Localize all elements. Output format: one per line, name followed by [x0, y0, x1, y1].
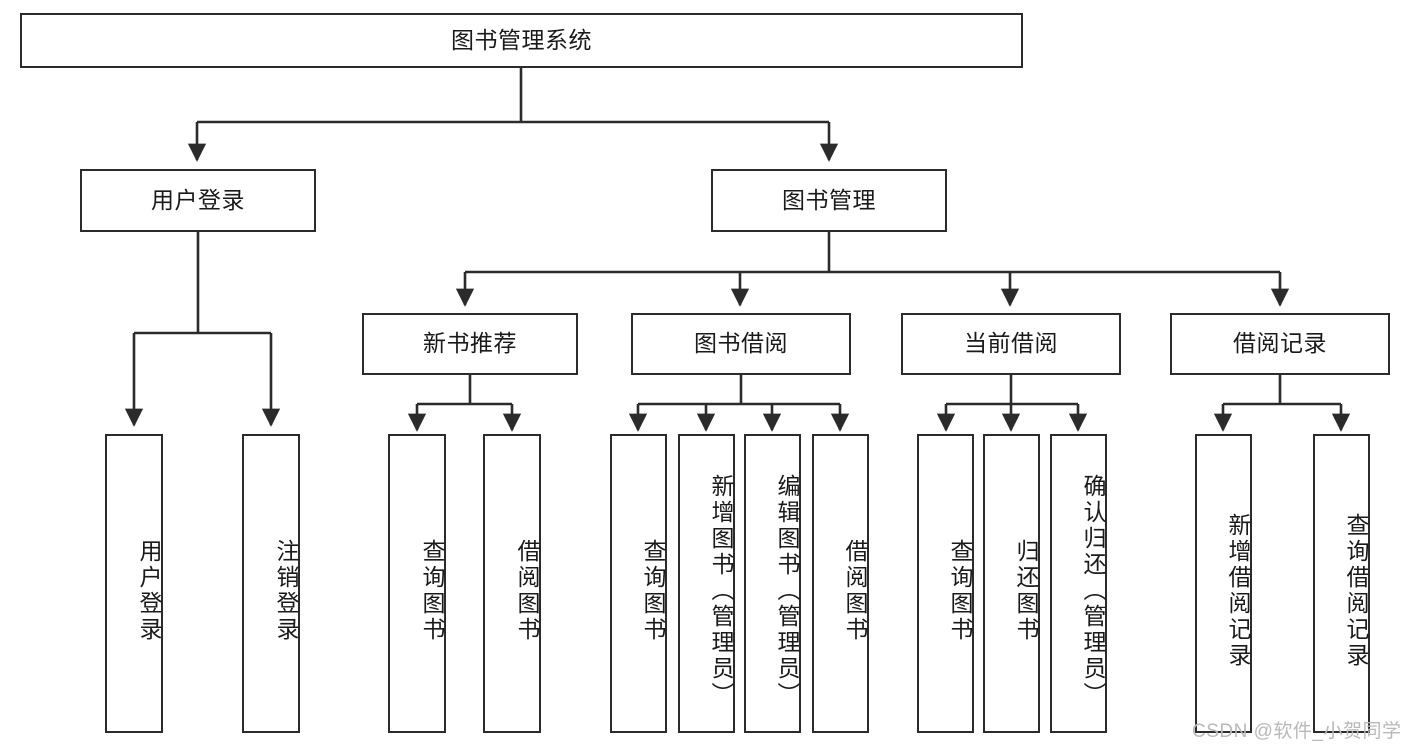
node-leaf-borrow-book-2[interactable]: 借阅图书: [812, 434, 869, 733]
node-label: 新增借阅记录: [1225, 512, 1251, 669]
node-label: 用户登录: [151, 186, 245, 213]
node-label: 查询图书: [640, 538, 666, 643]
node-label: 归还图书: [1013, 538, 1039, 643]
node-label: 用户登录: [136, 538, 162, 643]
node-leaf-confirm-return[interactable]: 确认归还（管理员）: [1050, 434, 1107, 733]
node-borrow-record[interactable]: 借阅记录: [1170, 313, 1390, 375]
node-user-login[interactable]: 用户登录: [80, 169, 316, 232]
node-current-borrow[interactable]: 当前借阅: [901, 313, 1121, 375]
node-label: 新书推荐: [423, 330, 517, 357]
node-leaf-query-book-3[interactable]: 查询图书: [917, 434, 974, 733]
node-leaf-query-book-1[interactable]: 查询图书: [388, 434, 446, 733]
node-label: 图书管理系统: [451, 26, 592, 53]
node-label: 新增图书（管理员）: [708, 473, 734, 708]
node-leaf-user-login[interactable]: 用户登录: [105, 434, 163, 733]
node-label: 借阅图书: [842, 538, 868, 643]
node-book-borrow[interactable]: 图书借阅: [631, 313, 851, 375]
node-label: 注销登录: [273, 538, 299, 643]
node-label: 当前借阅: [964, 330, 1058, 357]
node-label: 图书管理: [782, 186, 876, 213]
node-label: 查询图书: [947, 538, 973, 643]
node-leaf-edit-book[interactable]: 编辑图书（管理员）: [744, 434, 801, 733]
node-label: 借阅图书: [514, 538, 540, 643]
node-label: 图书借阅: [694, 330, 788, 357]
node-book-management-system[interactable]: 图书管理系统: [20, 13, 1023, 68]
node-leaf-return-book[interactable]: 归还图书: [983, 434, 1040, 733]
node-leaf-logout-login[interactable]: 注销登录: [242, 434, 300, 733]
node-leaf-query-book-2[interactable]: 查询图书: [610, 434, 667, 733]
node-label: 查询图书: [419, 538, 445, 643]
node-leaf-add-borrow-record[interactable]: 新增借阅记录: [1195, 434, 1252, 733]
node-leaf-add-book[interactable]: 新增图书（管理员）: [678, 434, 735, 733]
node-leaf-borrow-book-1[interactable]: 借阅图书: [483, 434, 541, 733]
node-label: 借阅记录: [1233, 330, 1327, 357]
node-leaf-query-borrow-record[interactable]: 查询借阅记录: [1313, 434, 1370, 733]
node-new-book-recommend[interactable]: 新书推荐: [362, 313, 578, 375]
node-book-management[interactable]: 图书管理: [711, 169, 947, 232]
watermark-text: CSDN @软件_小贺同学: [1192, 721, 1402, 742]
node-label: 查询借阅记录: [1343, 512, 1369, 669]
node-label: 编辑图书（管理员）: [774, 473, 800, 708]
node-label: 确认归还（管理员）: [1080, 473, 1106, 708]
